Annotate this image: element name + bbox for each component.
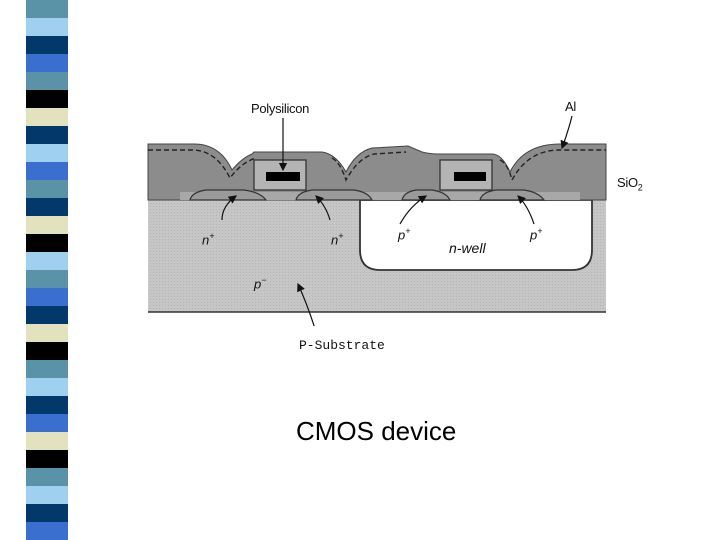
strip-block: [26, 90, 68, 108]
n-plus-left-arrow: [221, 195, 237, 221]
strip-block: [26, 252, 68, 270]
p-plus-left-text: p: [398, 227, 406, 243]
p-minus-text: p: [254, 276, 262, 292]
p-plus-right-text: p: [530, 227, 538, 243]
p-substrate-arrow: [297, 282, 315, 326]
strip-block: [26, 36, 68, 54]
strip-block: [26, 18, 68, 36]
n-plus-left-text: n: [202, 232, 210, 248]
decorative-color-strip: [26, 0, 68, 540]
p-plus-left-label: p+: [398, 226, 411, 242]
strip-block: [26, 288, 68, 306]
p-substrate-label: P-Substrate: [299, 338, 385, 353]
strip-block: [26, 486, 68, 504]
strip-block: [26, 504, 68, 522]
strip-block: [26, 522, 68, 540]
p-plus-left-sup: +: [405, 226, 411, 236]
n-plus-left-sup: +: [209, 231, 215, 241]
cmos-cross-section-diagram: [147, 115, 607, 326]
strip-block: [26, 216, 68, 234]
strip-block: [26, 144, 68, 162]
p-plus-diffusion-left: [401, 189, 451, 201]
strip-block: [26, 234, 68, 252]
p-plus-diffusion-right: [479, 189, 546, 201]
sio2-text: SiO: [617, 175, 638, 190]
strip-block: [26, 180, 68, 198]
pmos-polysilicon-gate: [454, 172, 486, 181]
al-label: Al: [565, 99, 576, 114]
strip-block: [26, 396, 68, 414]
strip-block: [26, 54, 68, 72]
n-plus-right-sup: +: [338, 231, 344, 241]
n-plus-right-text: n: [331, 232, 339, 248]
n-plus-diffusion-left: [189, 189, 268, 201]
n-well-label: n-well: [449, 240, 486, 256]
nmos-polysilicon-gate: [266, 172, 300, 181]
polysilicon-label: Polysilicon: [251, 101, 310, 116]
n-well-region: [359, 199, 593, 271]
n-plus-left-label: n+: [202, 231, 215, 247]
p-minus-sup: −: [261, 275, 267, 285]
strip-block: [26, 324, 68, 342]
strip-block: [26, 360, 68, 378]
p-plus-right-sup: +: [537, 226, 543, 236]
p-plus-left-arrow: [399, 195, 428, 225]
al-arrow: [560, 115, 573, 150]
strip-block: [26, 162, 68, 180]
n-plus-diffusion-right: [295, 189, 373, 201]
strip-block: [26, 342, 68, 360]
p-minus-label: p−: [254, 275, 267, 291]
n-plus-right-arrow: [315, 195, 331, 221]
strip-block: [26, 450, 68, 468]
strip-block: [26, 414, 68, 432]
n-plus-right-label: n+: [331, 231, 344, 247]
strip-block: [26, 270, 68, 288]
strip-block: [26, 432, 68, 450]
strip-block: [26, 108, 68, 126]
strip-block: [26, 0, 68, 18]
p-plus-right-arrow: [517, 195, 535, 225]
sio2-subscript: 2: [637, 182, 643, 193]
strip-block: [26, 378, 68, 396]
strip-block: [26, 72, 68, 90]
p-plus-right-label: p+: [530, 226, 543, 242]
strip-block: [26, 306, 68, 324]
strip-block: [26, 468, 68, 486]
sio2-label: SiO2: [617, 175, 643, 193]
strip-block: [26, 126, 68, 144]
strip-block: [26, 198, 68, 216]
slide-caption: CMOS device: [296, 416, 457, 446]
